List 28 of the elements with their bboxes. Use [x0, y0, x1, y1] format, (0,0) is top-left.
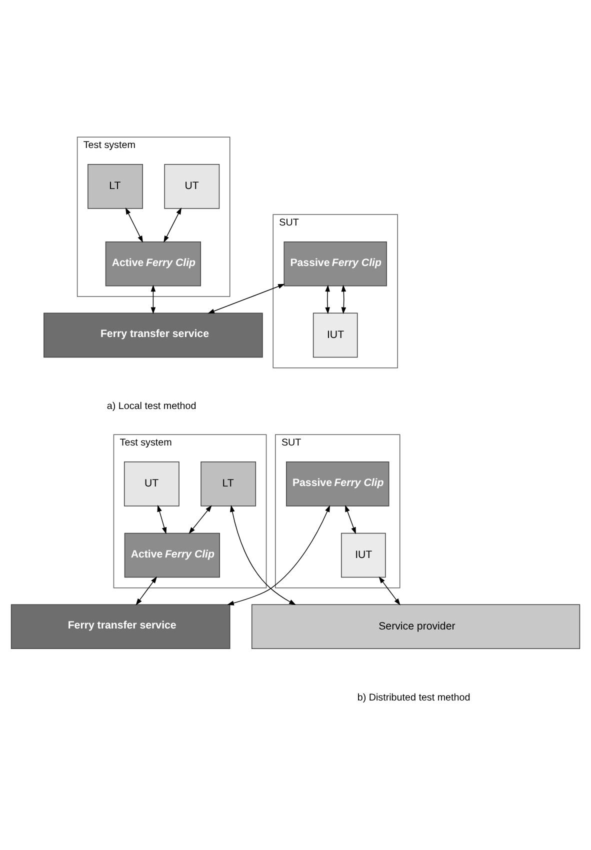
node-box: Active Ferry Clip	[105, 240, 202, 286]
node-box: IUT	[312, 312, 358, 358]
node-box: Ferry transfer service	[10, 604, 230, 648]
node-box: UT	[164, 164, 220, 208]
arrow	[157, 504, 167, 534]
node-box: Ferry transfer service	[44, 312, 263, 358]
arrow	[188, 504, 212, 534]
arrow	[164, 207, 182, 242]
arrow	[345, 504, 356, 534]
label: a) Local test method	[106, 400, 196, 412]
node-box: Active Ferry Clip	[124, 532, 220, 578]
arrow	[125, 207, 143, 242]
node-box: Passive Ferry Clip	[284, 240, 387, 286]
arrow	[227, 504, 330, 605]
arrow	[150, 284, 156, 314]
arrow	[136, 576, 158, 605]
node-box: LT	[88, 164, 143, 208]
arrow	[341, 284, 346, 314]
label: b) Distributed test method	[357, 692, 470, 704]
arrow	[208, 283, 285, 314]
node-box: IUT	[341, 532, 386, 578]
node-box: Passive Ferry Clip	[286, 461, 390, 506]
node-box: LT	[200, 461, 256, 506]
arrow	[325, 284, 330, 314]
arrow	[378, 576, 400, 605]
arrow	[230, 504, 296, 604]
node-box: Service provider	[251, 604, 580, 648]
node-box: UT	[124, 461, 180, 506]
